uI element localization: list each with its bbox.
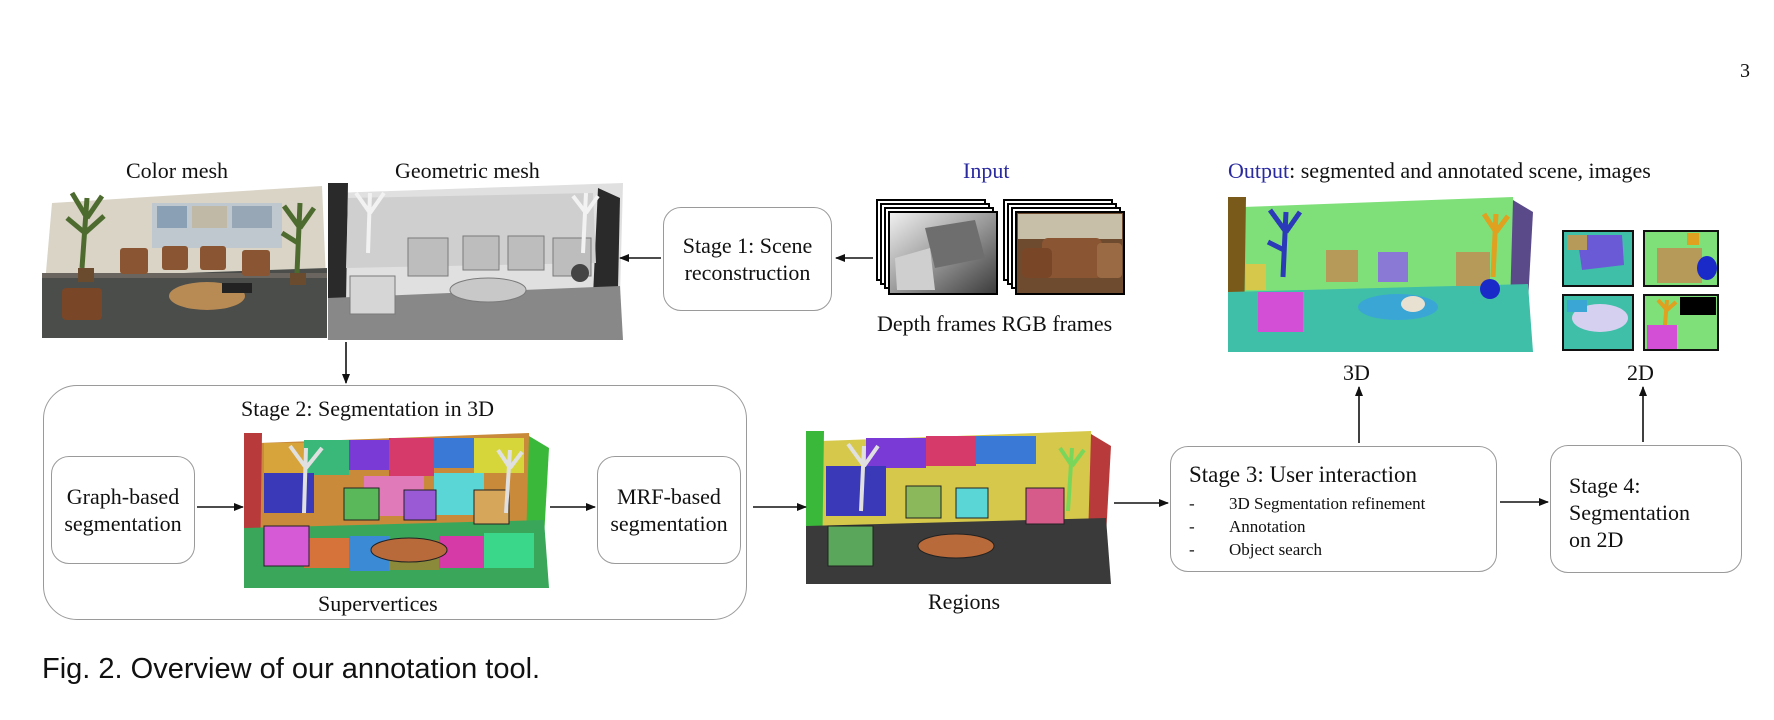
stage1-line2: reconstruction	[683, 259, 813, 286]
output-2d-images	[1562, 230, 1720, 352]
stage4-line3: on 2D	[1569, 526, 1741, 553]
output-3d-segmented-image	[1228, 192, 1533, 352]
stage3-title: Stage 3: User interaction	[1189, 461, 1496, 488]
graph-based-box: Graph-based segmentation	[51, 456, 195, 564]
supervertices-label: Supervertices	[318, 591, 438, 617]
graph-based-line2: segmentation	[64, 510, 181, 537]
stage4-box: Stage 4: Segmentation on 2D	[1550, 445, 1742, 573]
graph-based-line1: Graph-based	[64, 483, 181, 510]
input-label: Input	[963, 158, 1009, 184]
output-word: Output	[1228, 158, 1289, 183]
rgb-frames-image	[1002, 198, 1127, 298]
geometric-mesh-image	[328, 178, 623, 340]
page-number: 3	[1740, 60, 1750, 83]
regions-label: Regions	[928, 589, 1000, 615]
stage3-box: Stage 3: User interaction -3D Segmentati…	[1170, 446, 1497, 572]
label-2d: 2D	[1627, 360, 1654, 386]
depth-frames-image	[875, 198, 1000, 298]
label-3d: 3D	[1343, 360, 1370, 386]
list-item: -Annotation	[1189, 515, 1496, 538]
list-item: -3D Segmentation refinement	[1189, 492, 1496, 515]
regions-image	[806, 426, 1111, 584]
stage4-line2: Segmentation	[1569, 499, 1741, 526]
list-item: -Object search	[1189, 538, 1496, 561]
output-description: : segmented and annotated scene, images	[1289, 158, 1651, 183]
output-label: Output: segmented and annotated scene, i…	[1228, 158, 1651, 184]
figure-caption: Fig. 2. Overview of our annotation tool.	[42, 653, 540, 686]
stage1-box: Stage 1: Scene reconstruction	[663, 207, 832, 311]
supervertices-image	[244, 428, 549, 588]
stage3-list: -3D Segmentation refinement -Annotation …	[1189, 492, 1496, 561]
caption-text: Overview of our annotation tool.	[131, 653, 540, 685]
mrf-based-box: MRF-based segmentation	[597, 456, 741, 564]
stage1-line1: Stage 1: Scene	[683, 232, 813, 259]
color-mesh-image	[42, 178, 327, 338]
caption-prefix: Fig. 2.	[42, 653, 123, 685]
stage4-line1: Stage 4:	[1569, 472, 1741, 499]
mrf-based-line2: segmentation	[610, 510, 727, 537]
stage2-title: Stage 2: Segmentation in 3D	[241, 396, 494, 422]
depth-rgb-label: Depth frames RGB frames	[877, 311, 1112, 337]
mrf-based-line1: MRF-based	[610, 483, 727, 510]
